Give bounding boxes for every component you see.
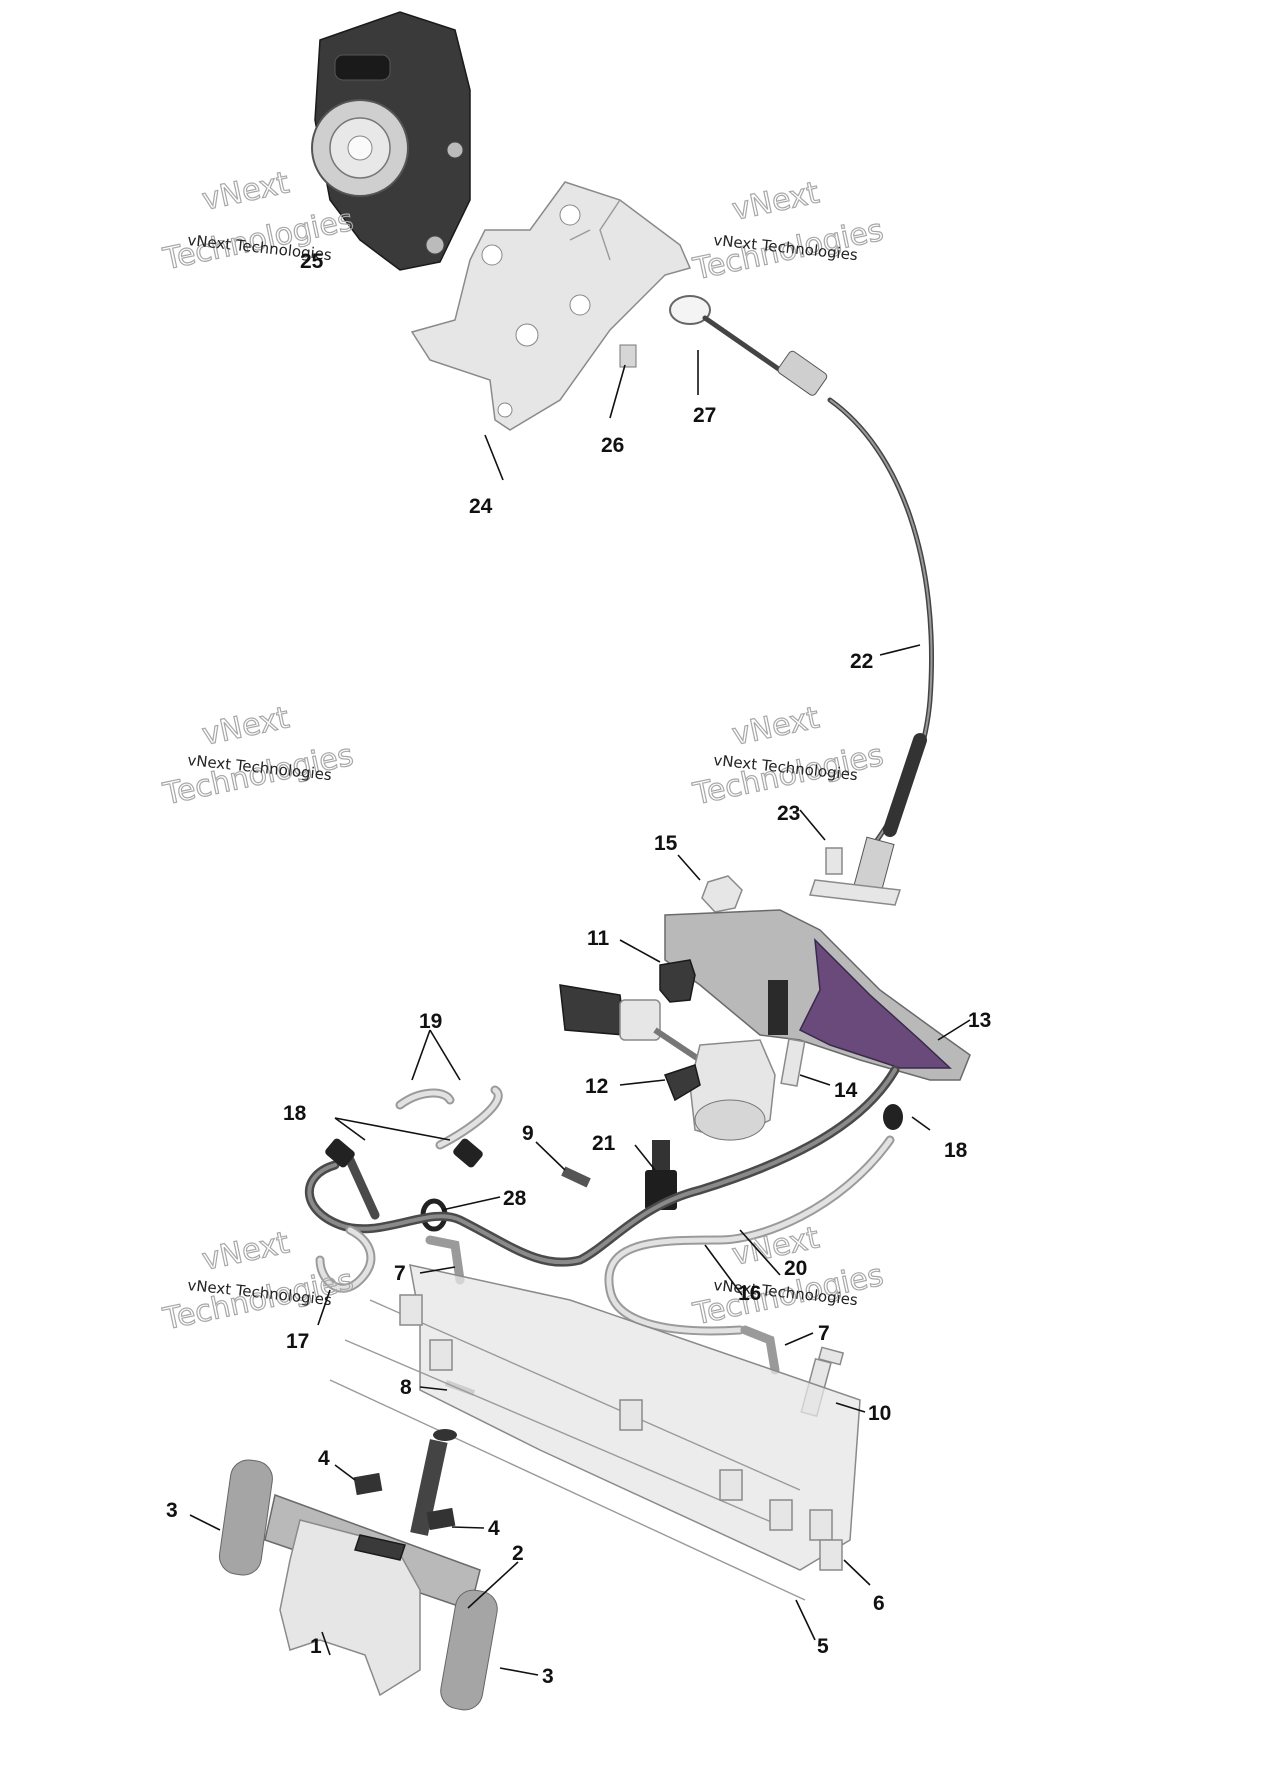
plug-11-drawing: [659, 959, 696, 1003]
callout-7-left: 7: [394, 1262, 406, 1285]
watermark-bottom-left: vNext Technologies: [159, 1225, 357, 1338]
watermark-bottom-right: vNext Technologies: [689, 1220, 887, 1333]
watermark-top-right: vNext Technologies: [689, 175, 887, 288]
shift-cable-drawing: [669, 295, 935, 906]
callout-1: 1: [310, 1635, 322, 1658]
callout-3-left: 3: [166, 1499, 178, 1522]
callout-7-right: 7: [818, 1322, 830, 1345]
callout-10: 10: [868, 1402, 891, 1425]
callout-12: 12: [585, 1075, 608, 1098]
callout-6: 6: [873, 1592, 885, 1615]
bolt-23-drawing: [825, 847, 843, 875]
callout-8: 8: [400, 1376, 412, 1399]
pin-3-left-drawing: [218, 1459, 273, 1576]
vent-hoses-drawing: [304, 1065, 900, 1336]
bracket-drawing: [410, 181, 692, 431]
callout-2: 2: [512, 1542, 524, 1565]
svg-text:vNext: vNext: [199, 165, 292, 218]
shift-sensor-drawing: [559, 984, 776, 1141]
bolt-14-drawing: [780, 1038, 806, 1087]
callout-13: 13: [968, 1009, 991, 1032]
callout-24: 24: [469, 495, 493, 518]
pin-9-drawing: [561, 1166, 591, 1188]
valve-body-drawing: [329, 1264, 861, 1601]
callout-3-right: 3: [542, 1665, 554, 1688]
callout-20: 20: [784, 1257, 807, 1280]
callout-9: 9: [522, 1122, 534, 1145]
callout-15: 15: [654, 832, 678, 855]
callout-22: 22: [850, 650, 873, 673]
callout-4-lower: 4: [488, 1517, 500, 1540]
callout-26: 26: [601, 434, 624, 457]
svg-text:vNext: vNext: [729, 700, 822, 753]
callout-18-right: 18: [944, 1139, 968, 1162]
callout-19: 19: [419, 1010, 442, 1033]
callout-numbers: 1 2 3 3 4 4 5 6 7 7 8 9 10 11 12 13 14 1…: [166, 250, 991, 1688]
pin-3-right-drawing: [440, 1589, 498, 1711]
nut-15-drawing: [701, 875, 743, 913]
callout-25: 25: [300, 250, 324, 273]
svg-text:vNext: vNext: [729, 175, 822, 228]
callout-28: 28: [503, 1187, 527, 1210]
callout-21: 21: [592, 1132, 616, 1155]
svg-text:vNext: vNext: [199, 700, 292, 753]
callout-11: 11: [587, 927, 610, 950]
svg-text:vNext: vNext: [729, 1220, 822, 1273]
callout-16: 16: [738, 1282, 761, 1305]
callout-27: 27: [693, 404, 716, 427]
callout-17: 17: [286, 1330, 309, 1353]
check-valves-drawing: [325, 1104, 903, 1168]
callout-5: 5: [817, 1635, 829, 1658]
callout-14: 14: [834, 1079, 858, 1102]
watermark-mid-right: vNext Technologies: [689, 700, 887, 813]
watermark-mid-left: vNext Technologies: [159, 700, 357, 813]
leader-lines: [189, 350, 971, 1676]
shift-lever-drawing: [664, 909, 971, 1081]
elbow-7b-drawing: [740, 1325, 780, 1375]
svg-text:vNext: vNext: [199, 1225, 292, 1278]
elbow-7a-drawing: [425, 1235, 465, 1285]
lower-assembly-drawing: [218, 1429, 498, 1711]
callout-18-left: 18: [283, 1102, 307, 1125]
callout-23: 23: [777, 802, 800, 825]
actuator-motor-drawing: [311, 11, 471, 271]
callout-4-upper: 4: [318, 1447, 330, 1470]
